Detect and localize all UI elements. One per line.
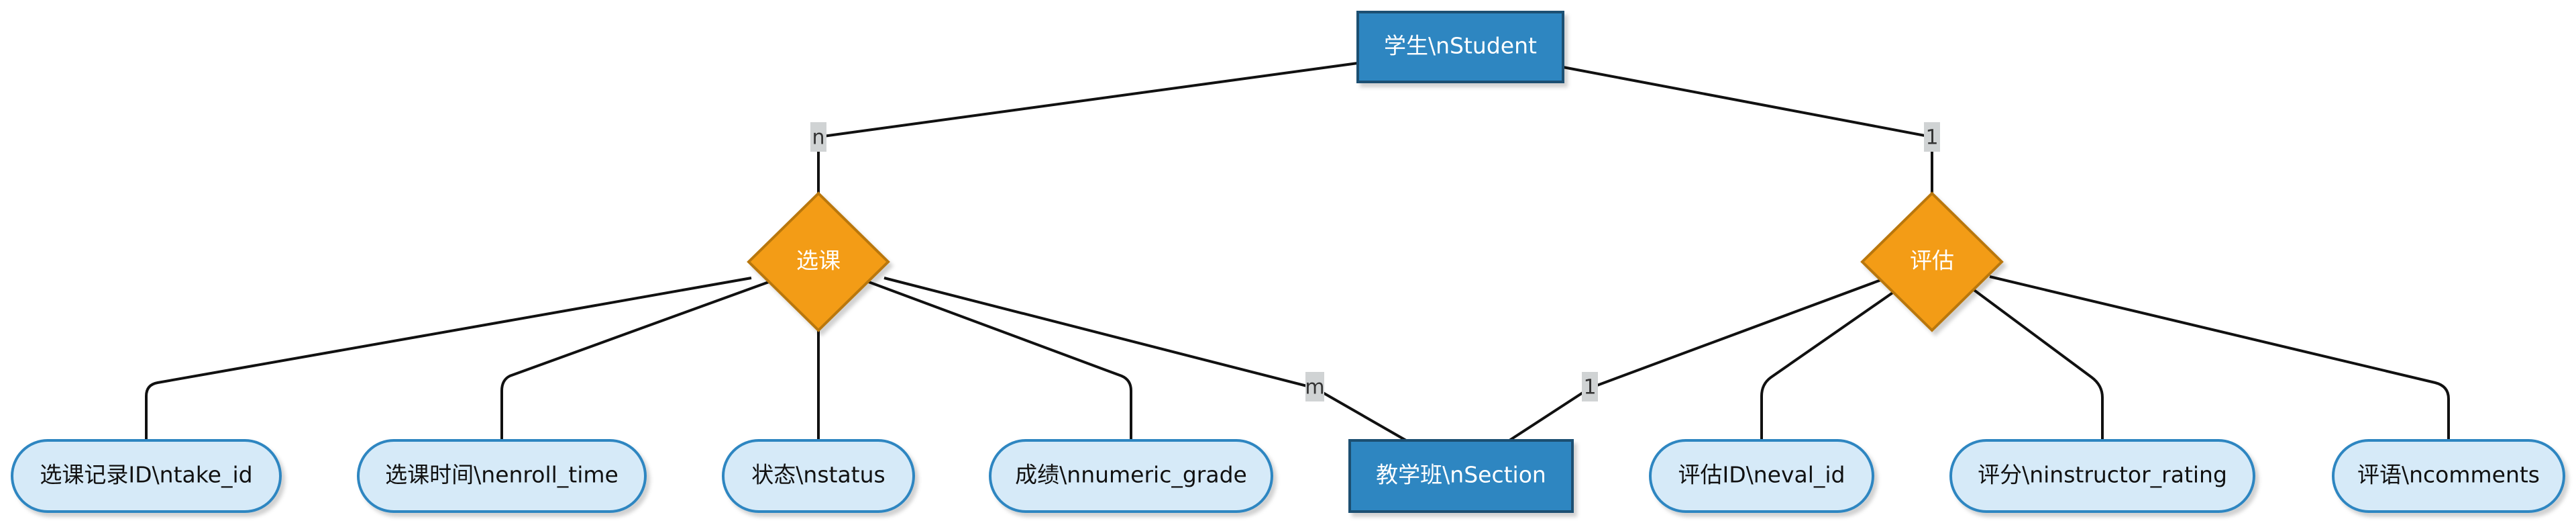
edge-student-enroll xyxy=(817,62,1358,193)
edge-enroll-section xyxy=(883,277,1407,442)
card-section-enroll: m xyxy=(1305,376,1324,399)
edge-evaluate-comments xyxy=(1989,275,2450,440)
attribute-take-id-shape xyxy=(11,439,282,513)
attribute-eval-id-shape xyxy=(1649,439,1874,513)
attribute-instructor-rating-shape xyxy=(1949,439,2255,513)
attribute-numeric-grade-shape xyxy=(989,439,1273,513)
relationship-evaluate-diamond xyxy=(1860,191,2004,332)
card-student-enroll: n xyxy=(812,126,824,150)
card-section-evaluate: 1 xyxy=(1583,376,1596,399)
attribute-eval-id-label: 评估ID\neval_id xyxy=(1678,462,1845,488)
attribute-comments-label: 评语\ncomments xyxy=(2357,462,2540,488)
attribute-status[interactable]: 状态\nstatus xyxy=(722,439,915,513)
attribute-status-label: 状态\nstatus xyxy=(751,462,885,488)
cardinality-labels: n 1 m 1 xyxy=(810,122,1940,401)
attribute-comments[interactable]: 评语\ncomments xyxy=(2332,439,2565,513)
entity-section-label: 教学班\nSection xyxy=(1376,462,1546,488)
attribute-numeric-grade[interactable]: 成绩\nnumeric_grade xyxy=(989,439,1273,513)
attribute-enroll-time-shape xyxy=(357,439,647,513)
attribute-eval-id[interactable]: 评估ID\neval_id xyxy=(1649,439,1874,513)
attribute-enroll-time[interactable]: 选课时间\nenroll_time xyxy=(357,439,647,513)
attribute-enroll-time-label: 选课时间\nenroll_time xyxy=(385,462,619,488)
edge-evaluate-eval-id xyxy=(1760,287,1900,440)
card-student-evaluate-bg xyxy=(1924,122,1940,152)
entity-student[interactable]: 学生\nStudent xyxy=(1356,11,1564,83)
edge-enroll-enroll-time xyxy=(500,281,769,440)
entity-student-box xyxy=(1356,11,1564,83)
attribute-numeric-grade-label: 成绩\nnumeric_grade xyxy=(1015,462,1247,488)
entity-section-box xyxy=(1348,439,1574,513)
edge-student-evaluate xyxy=(1562,66,1933,193)
card-section-evaluate-bg xyxy=(1582,372,1598,401)
edge-evaluate-section xyxy=(1508,277,1887,442)
entity-section[interactable]: 教学班\nSection xyxy=(1348,439,1574,513)
relationship-enroll[interactable]: 选课 xyxy=(747,191,890,332)
attribute-status-shape xyxy=(722,439,915,513)
attribute-instructor-rating[interactable]: 评分\ninstructor_rating xyxy=(1949,439,2255,513)
entity-student-label: 学生\nStudent xyxy=(1384,33,1537,59)
attribute-instructor-rating-label: 评分\ninstructor_rating xyxy=(1978,462,2227,488)
relationship-evaluate-label: 评估 xyxy=(1910,248,1954,274)
relationship-enroll-label: 选课 xyxy=(796,248,841,274)
attribute-comments-shape xyxy=(2332,439,2565,513)
card-student-evaluate: 1 xyxy=(1925,126,1938,150)
edge-enroll-numeric-grade xyxy=(868,281,1132,440)
edge-evaluate-instructor-rating xyxy=(1971,287,2104,440)
attribute-take-id-label: 选课记录ID\ntake_id xyxy=(40,462,252,488)
attribute-take-id[interactable]: 选课记录ID\ntake_id xyxy=(11,439,282,513)
card-student-enroll-bg xyxy=(810,122,826,152)
connectors xyxy=(145,62,2450,442)
edge-enroll-take-id xyxy=(145,277,752,440)
relationship-enroll-diamond xyxy=(747,191,890,332)
relationship-evaluate[interactable]: 评估 xyxy=(1860,191,2004,332)
card-section-enroll-bg xyxy=(1305,372,1324,401)
